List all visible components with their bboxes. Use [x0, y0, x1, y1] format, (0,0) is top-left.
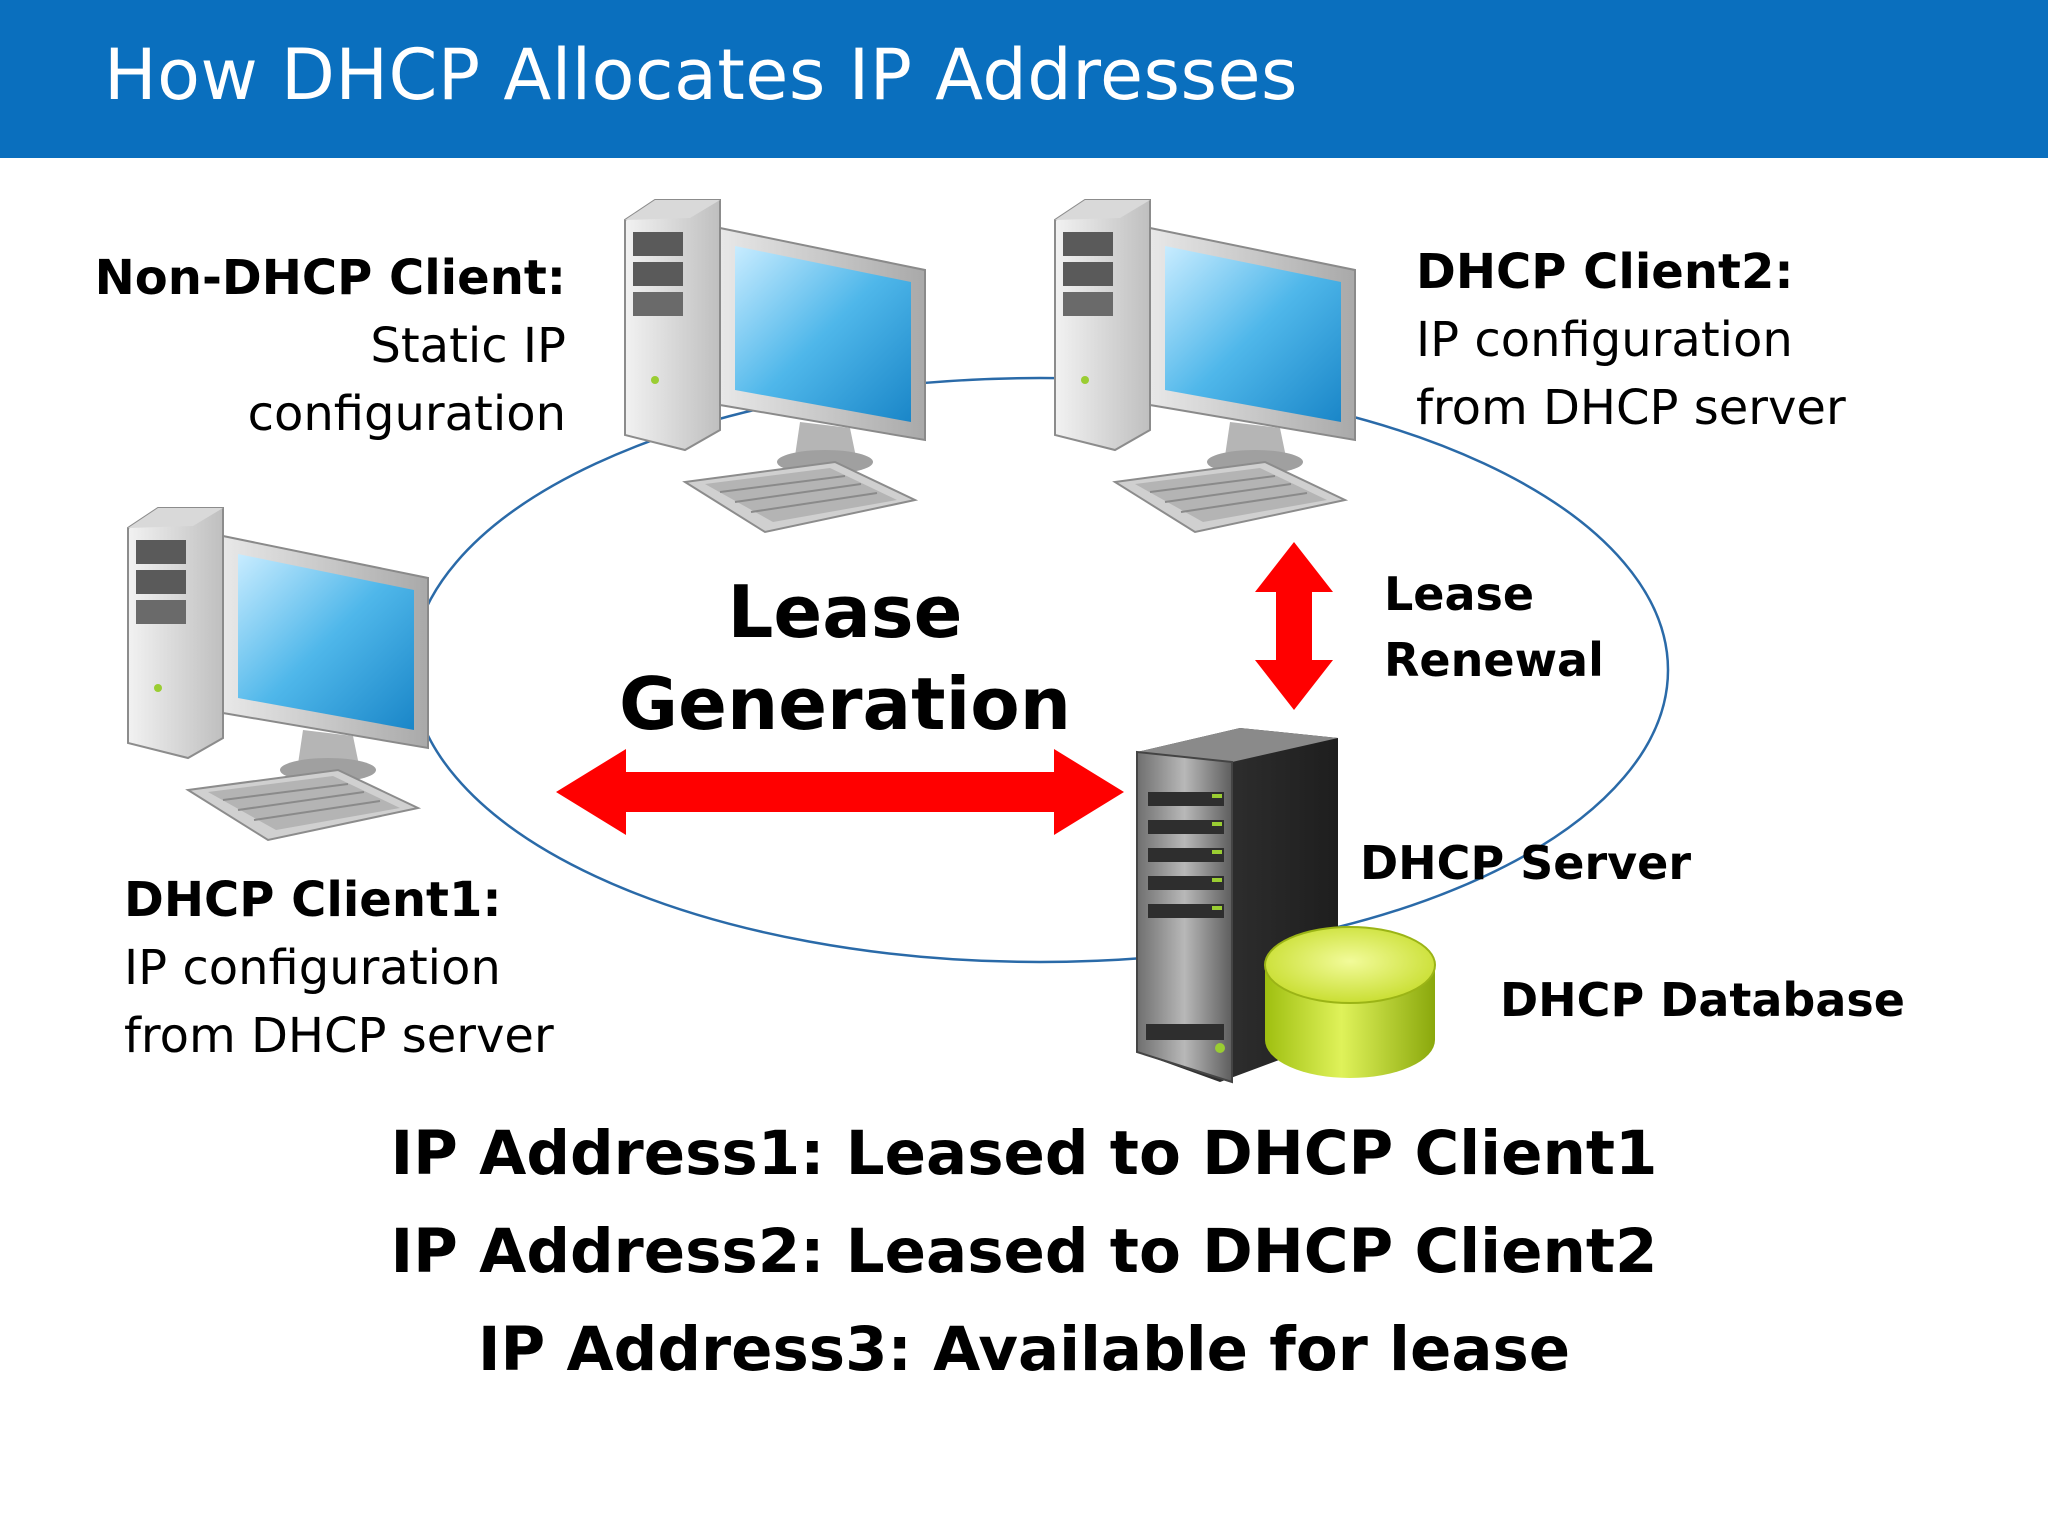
title-bar: How DHCP Allocates IP Addresses [0, 0, 2048, 158]
lease-generation-arrow [556, 749, 1124, 835]
dhcp-client2-line1: IP configuration [1416, 312, 1793, 368]
slide-title: How DHCP Allocates IP Addresses [104, 34, 1298, 116]
dhcp-client2-computer-icon [1054, 199, 1356, 533]
non-dhcp-client-line1: Static IP [370, 318, 566, 374]
non-dhcp-client-computer-icon [624, 199, 926, 533]
dhcp-client1-heading: DHCP Client1: [124, 872, 502, 928]
dhcp-client2-heading: DHCP Client2: [1416, 244, 1794, 300]
dhcp-server-label: DHCP Server [1360, 836, 1692, 890]
summary-line-3: IP Address3: Available for lease [477, 1314, 1571, 1385]
lease-generation-label-line2: Generation [619, 662, 1071, 746]
dhcp-client1-line2: from DHCP server [124, 1008, 554, 1064]
dhcp-client1-line1: IP configuration [124, 940, 501, 996]
summary-line-1: IP Address1: Leased to DHCP Client1 [390, 1118, 1658, 1189]
lease-renewal-label-line1: Lease [1384, 567, 1535, 621]
non-dhcp-client-heading: Non-DHCP Client: [94, 250, 566, 306]
summary-line-2: IP Address2: Leased to DHCP Client2 [390, 1216, 1658, 1287]
lease-generation-label-line1: Lease [727, 570, 963, 654]
lease-renewal-arrow [1255, 542, 1333, 710]
non-dhcp-client-line2: configuration [247, 386, 566, 442]
lease-renewal-label-line2: Renewal [1384, 633, 1604, 687]
dhcp-client2-line2: from DHCP server [1416, 380, 1846, 436]
dhcp-database-label: DHCP Database [1500, 973, 1905, 1027]
dhcp-client1-computer-icon [127, 507, 429, 841]
dhcp-database-icon [1264, 926, 1436, 1078]
